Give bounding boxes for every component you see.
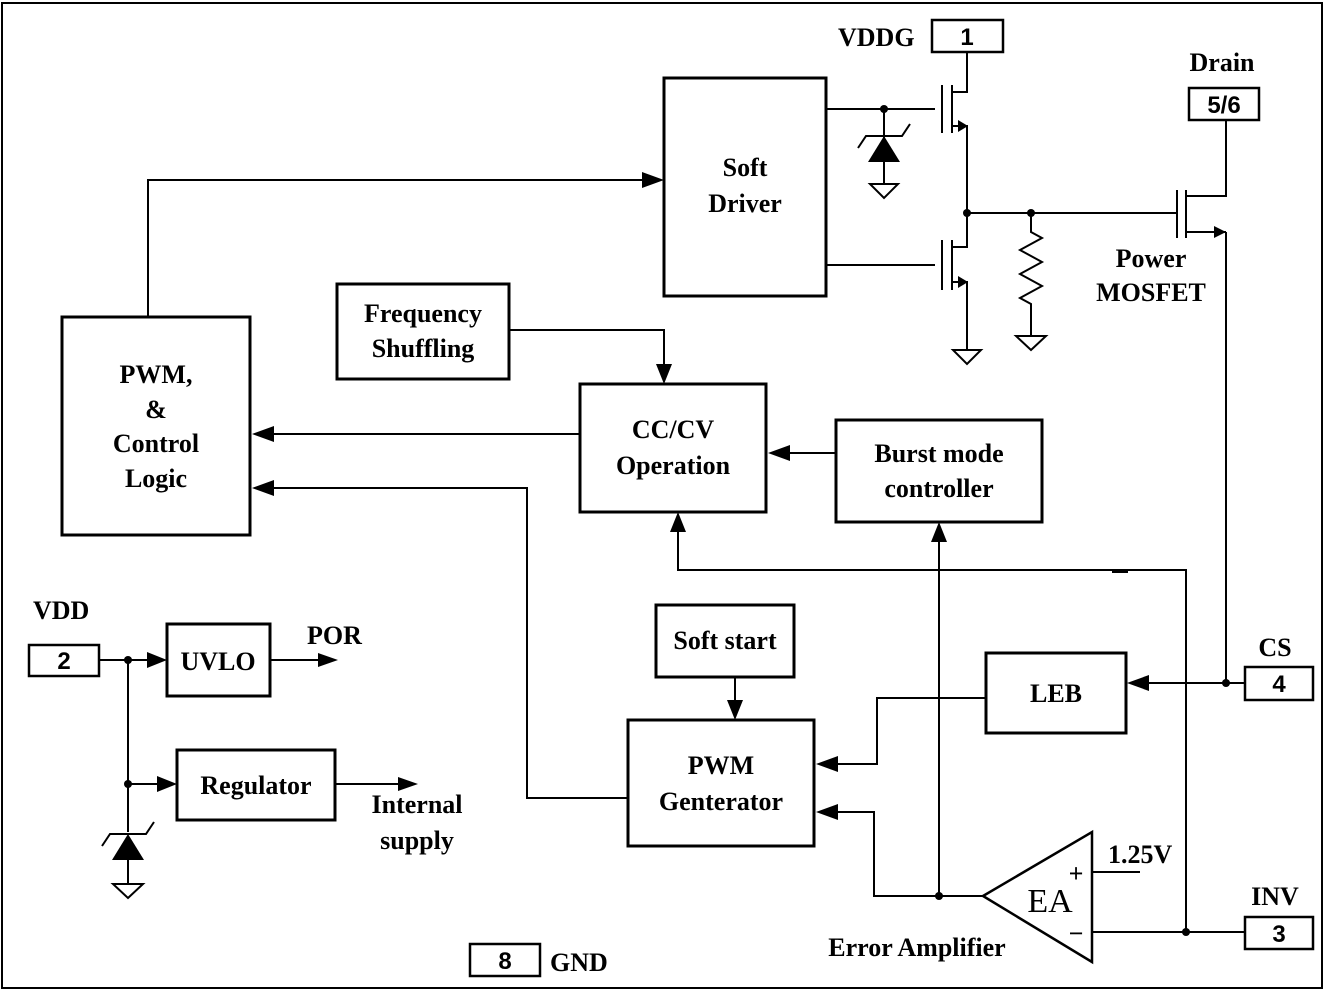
regulator-block: Regulator [175, 748, 337, 822]
pwm-generator-block: PWM Genterator [626, 718, 816, 848]
power-mosfet: Power MOSFET [1096, 190, 1226, 307]
ea-triangle-icon [980, 829, 1094, 965]
power-mosfet-label-2: MOSFET [1096, 278, 1206, 307]
uvlo-label: UVLO [180, 647, 255, 676]
ea-label: EA [1027, 883, 1073, 920]
ea-out-dot [935, 892, 943, 900]
soft-start-block: Soft start [654, 603, 796, 679]
pwm-control-logic-block: PWM, & Control Logic [60, 315, 252, 537]
ea-minus-label: − [1069, 919, 1084, 948]
regulator-label: Regulator [200, 771, 311, 800]
pin-cs: CS 4 [1243, 633, 1315, 702]
zener-ground-icon [867, 183, 901, 200]
gate-zener-diode [857, 105, 911, 200]
leb-block: LEB [984, 651, 1128, 735]
pin-drain: Drain 5/6 [1187, 48, 1261, 122]
pin-vdd: VDD 2 [27, 596, 101, 678]
burst-mode-controller-block: Burst mode controller [834, 418, 1044, 524]
resistor-ground-icon [1013, 335, 1049, 352]
pin-vddg: VDDG 1 [838, 18, 1005, 54]
pin-vdd-number: 2 [57, 648, 70, 675]
freq-shuffling-label-1: Frequency [364, 299, 482, 328]
soft-start-label: Soft start [673, 626, 777, 655]
error-amplifier: EA + − [980, 829, 1094, 965]
burst-mode-label-1: Burst mode [874, 439, 1003, 468]
wiring [99, 108, 1245, 933]
cccv-label-1: CC/CV [632, 415, 715, 444]
ea-plus-label: + [1069, 859, 1084, 888]
pwm-control-label-1: PWM, [120, 360, 193, 389]
pin-gnd: 8 GND [468, 942, 608, 978]
por-label: POR [307, 621, 362, 650]
pin-gnd-label: GND [550, 948, 608, 977]
internal-supply-label-2: supply [380, 826, 454, 855]
burst-mode-label-2: controller [884, 474, 993, 503]
pin-inv-label: INV [1251, 882, 1299, 911]
pin-inv-number: 3 [1272, 921, 1285, 948]
vdd-zener-diode [101, 656, 155, 900]
pin-gnd-number: 8 [498, 948, 511, 975]
lower-driver-transistor [941, 213, 984, 366]
cs-node-dot [1222, 679, 1230, 687]
pin-cs-number: 4 [1272, 671, 1286, 698]
pin-drain-number: 5/6 [1207, 92, 1240, 119]
pin-inv: INV 3 [1243, 882, 1315, 951]
pin-vddg-number: 1 [960, 24, 973, 51]
pwm-generator-label-1: PWM [688, 751, 754, 780]
resistor-icon [1017, 213, 1045, 336]
pin-vdd-label: VDD [33, 596, 89, 625]
upper-driver-transistor [941, 52, 968, 213]
pin-cs-label: CS [1258, 633, 1291, 662]
frequency-shuffling-block: Frequency Shuffling [335, 282, 511, 381]
vdd-zener-icon [112, 834, 144, 860]
soft-driver-label-1: Soft [723, 153, 768, 182]
inv-node-dot [1182, 928, 1190, 936]
ref-voltage-label: 1.25V [1108, 840, 1173, 869]
uvlo-block: UVLO [165, 622, 272, 698]
pwm-control-label-3: Control [113, 429, 199, 458]
pwm-control-label-4: Logic [125, 464, 187, 493]
zener-diode-icon [868, 136, 900, 162]
pin-vddg-label: VDDG [838, 23, 915, 52]
driver-ground-icon [950, 349, 984, 366]
pwm-control-label-2: & [145, 395, 167, 424]
cccv-label-2: Operation [616, 451, 731, 480]
leb-label: LEB [1030, 679, 1082, 708]
error-amplifier-label: Error Amplifier [828, 933, 1005, 962]
gate-pulldown [963, 209, 1177, 352]
cccv-operation-block: CC/CV Operation [578, 382, 768, 514]
pwm-generator-label-2: Genterator [659, 787, 783, 816]
vdd-ground-icon [110, 883, 146, 900]
soft-driver-label-2: Driver [708, 189, 782, 218]
power-mosfet-label-1: Power [1116, 244, 1187, 273]
internal-supply-label-1: Internal [372, 790, 463, 819]
pin-drain-label: Drain [1190, 48, 1256, 77]
soft-driver-block: Soft Driver [662, 76, 828, 298]
freq-shuffling-label-2: Shuffling [372, 334, 475, 363]
